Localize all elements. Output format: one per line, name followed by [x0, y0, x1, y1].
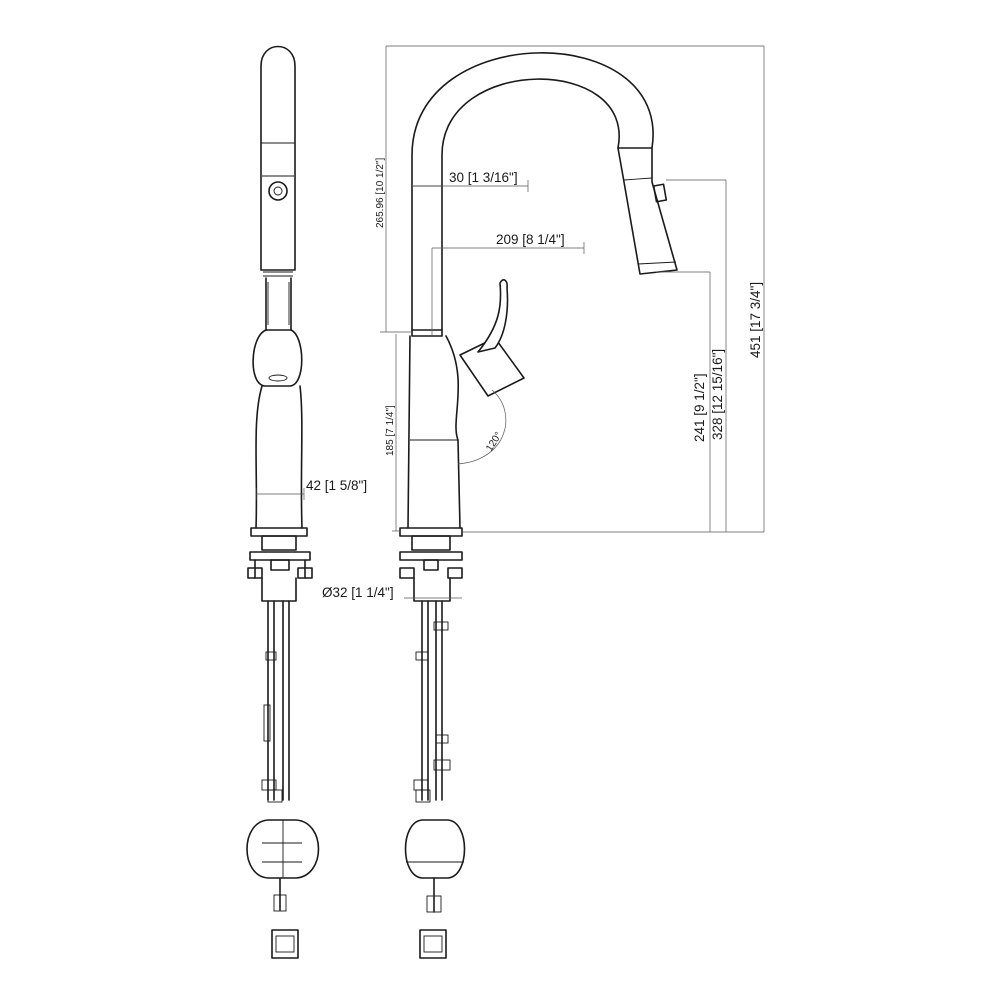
dim-base-height-label: 185 [7 1/4"]: [385, 405, 396, 456]
front-view: [246, 45, 320, 959]
front-neck: [265, 277, 292, 331]
profile-handle-lever: [477, 279, 509, 353]
dim-upper-height-label: 265.96 [10 1/2"]: [375, 158, 386, 228]
profile-hose-weight: [404, 819, 466, 879]
dim-body-width-label: 42 [1 5/8"]: [306, 478, 367, 493]
profile-body: [407, 335, 461, 529]
profile-spray-head: [617, 147, 678, 275]
dim-total-height-label: 451 [17 3/4"]: [748, 282, 763, 358]
dim-under-spout-label: 241 [9 1/2"]: [692, 373, 707, 442]
profile-supply-hoses: [421, 600, 443, 801]
front-hose-weight: [246, 819, 320, 879]
front-body: [255, 385, 303, 529]
spray-button-icon: [268, 181, 288, 201]
front-base-flange: [250, 527, 308, 537]
front-handle-hub: [252, 329, 303, 387]
handle-angle-arc: [457, 389, 507, 465]
front-spray-head: [260, 45, 296, 271]
profile-base-flange: [399, 527, 463, 537]
front-supply-hoses: [267, 600, 290, 801]
profile-spout: [411, 52, 654, 331]
dimension-lines: 265.96 [10 1/2"] 185 [7 1/4"] 30 [1 3/16…: [322, 45, 765, 600]
dim-hole-diameter-label: Ø32 [1 1/4"]: [322, 585, 394, 600]
dim-spray-height-label: 328 [12 15/16"]: [710, 349, 725, 440]
handle-angle-label: 120°: [484, 430, 504, 453]
dim-spout-tube-label: 30 [1 3/16"]: [449, 170, 518, 185]
dim-body-width: 42 [1 5/8"]: [255, 478, 367, 500]
dim-reach-label: 209 [8 1/4"]: [496, 232, 565, 247]
profile-view: 120°: [399, 52, 678, 959]
